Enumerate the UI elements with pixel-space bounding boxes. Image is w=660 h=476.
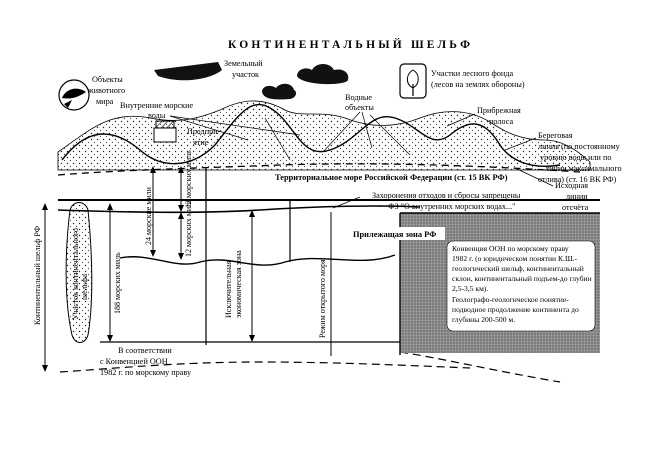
open-sea-label: Режим открытого моря <box>318 259 327 338</box>
land-plot-line-1: Земельный <box>224 59 263 68</box>
arrow-188-miles <box>107 203 113 342</box>
un-convention-box <box>446 240 596 332</box>
un-box-line-2: 1982 г. (о юридическом понятии К.Ш.- <box>452 254 578 263</box>
un-convention-text: Конвенция ООН по морскому праву 1982 г. … <box>452 244 592 324</box>
territorial-sea-label: Территориальное море Российской Федераци… <box>275 173 508 182</box>
arrow-continental-shelf-rf <box>42 203 48 372</box>
un-box-line-3: геологический шельф, континентальный <box>452 264 584 273</box>
contiguous-zone-label-box <box>350 227 445 240</box>
forest-line-1: Участки лесного фонда <box>431 69 513 78</box>
inner-waters-pointer-1 <box>169 115 249 141</box>
shoreline-line-5: отлива) (ст. 16 ВК РФ) <box>538 175 616 184</box>
arrow-12-miles-b <box>178 212 184 260</box>
shelf-area-label-2: шельфа <box>80 273 89 300</box>
coastal-strip-line-2: полоса <box>489 117 513 126</box>
forest-line-2: (лесов на землях обороны) <box>431 80 525 89</box>
shoreline-line-1: Береговая <box>538 131 573 140</box>
contiguous-zone-label: Прилежащая зона РФ <box>353 230 436 239</box>
animals-line-1: Объекты <box>92 75 123 84</box>
accordance-line-1: В соответствии <box>118 346 172 355</box>
arrow-12-miles-a <box>178 166 184 212</box>
coastal-strip-line-1: Прибрежная <box>477 106 521 115</box>
pointer-extra-1 <box>264 117 291 161</box>
inner-waters-line-1: Внутренние морские <box>120 101 194 110</box>
continental-slope-dashed <box>399 351 561 383</box>
cloud-icon-1 <box>297 64 349 85</box>
miles-12-a-label: 12 морских миль <box>184 150 193 208</box>
coastal-land-dotted <box>57 100 591 171</box>
inner-waters-pointer-2 <box>169 115 301 136</box>
shoreline-pointer <box>504 137 537 151</box>
un-box-line-4: склон, континентальный подъем-до глубин <box>452 274 592 283</box>
un-box-line-7: подводное продолжение континента до <box>452 305 579 314</box>
disposal-line-2: ФЗ "О внутренних морских водах..." <box>388 202 516 211</box>
accordance-line-2: с Конвенцией ООН <box>100 357 168 366</box>
fish-icon <box>58 79 90 111</box>
eez-label-1: Исключительная <box>224 260 233 318</box>
diagram-title: КОНТИНЕНТАЛЬНЫЙ ШЕЛЬФ <box>228 37 473 51</box>
baselines-pointer <box>514 167 554 187</box>
baselines-line-1: Исходная <box>555 181 588 190</box>
un-box-line-1: Конвенция ООН по морскому праву <box>452 244 569 253</box>
territorial-boundary-line <box>57 205 421 214</box>
un-box-line-5: 2,5-3,5 км). <box>452 284 488 293</box>
miles-24-label: 24 морские мили <box>144 186 153 245</box>
enterprise-line-1: Предпри- <box>187 127 221 136</box>
tree-icon <box>399 63 427 99</box>
un-box-line-6: Геолографо-геологическое понятие- <box>452 295 569 304</box>
miles-12-b-label: 12 морских миль <box>184 199 193 257</box>
inner-waters-line-2: воды <box>148 111 166 120</box>
pointer-extra-2 <box>369 114 411 156</box>
water-objects-pointer-1 <box>322 111 361 153</box>
shoreline-dashed <box>57 163 581 176</box>
water-objects-line-2: объекты <box>345 103 374 112</box>
deep-seabed-dashed <box>59 361 471 373</box>
baselines-line-2: линии <box>566 192 588 201</box>
continental-shelf-rf-label: Континентальный шельф РФ <box>33 226 42 325</box>
water-objects-line-1: Водные <box>345 93 372 102</box>
shelf-area-label-1: Участок континентального <box>71 228 80 320</box>
shore-wave-curve <box>61 103 561 167</box>
shoreline-line-3: уровню воды или по <box>540 153 611 162</box>
shoreline-line-4: линии максимального <box>545 164 622 173</box>
enterprise-line-2: ятие <box>193 138 209 147</box>
animals-line-2: животного <box>87 86 125 95</box>
seabed-wave-line <box>119 254 396 266</box>
accordance-line-3: 1982 г. по морскому праву <box>100 368 192 377</box>
disposal-line-1: Захоронения отходов и сбросы запрещены <box>372 191 521 200</box>
disposal-pointer <box>332 196 361 209</box>
un-box-line-8: глубины 200-500 м. <box>452 315 515 324</box>
shoreline-line-2: линия (по постоянному <box>538 142 621 151</box>
miles-188-label: 188 морских миль <box>113 252 122 314</box>
eez-label-2: экономическая зона <box>234 250 243 318</box>
arrow-24-miles <box>150 166 156 257</box>
house-icon <box>153 120 177 143</box>
water-objects-pointer-2 <box>361 111 373 149</box>
cloud-icon-2 <box>262 83 297 100</box>
coastal-strip-pointer <box>446 113 476 127</box>
land-plot-line-2: участок <box>232 70 259 79</box>
animals-line-3: мира <box>96 97 114 106</box>
baselines-line-3: отсчёта <box>562 203 589 212</box>
land-plot-icon <box>154 62 222 81</box>
arrow-eez <box>249 210 255 342</box>
shelf-area-shape <box>65 202 93 343</box>
